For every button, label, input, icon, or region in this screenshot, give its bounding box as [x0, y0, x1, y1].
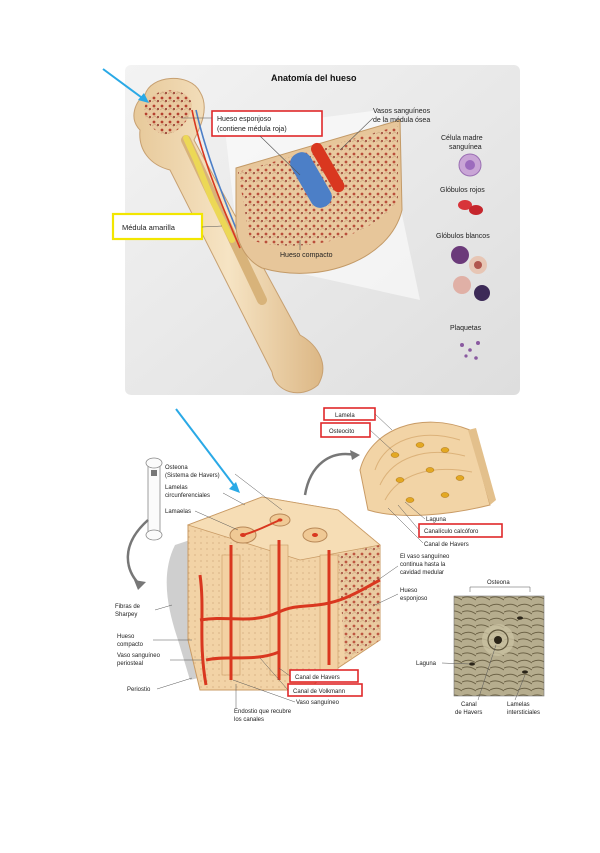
micrograph-lamellae-label-line1: Lamelas	[507, 702, 530, 708]
compact-bone-label-line1: Hueso	[117, 634, 135, 640]
curved-arrow-zoom	[305, 454, 355, 495]
periosteal-vessel-label-line2: periosteal	[117, 661, 143, 667]
lamellae-label: Lamaelas	[165, 509, 191, 515]
osteocyte-zoom	[360, 422, 496, 515]
micrograph: Osteona Laguna Canal de Havers Lamelas i…	[416, 580, 544, 716]
lacuna-label: Laguna	[426, 517, 447, 523]
micrograph-lacuna-label: Laguna	[416, 661, 437, 667]
vessel-continues-label-line2: continua hasta la	[400, 562, 446, 568]
vessel-continues-label-line1: El vaso sanguíneo	[400, 554, 450, 560]
leader-line	[157, 678, 192, 689]
small-bone-icon	[128, 458, 162, 590]
platelets-label: Plaquetas	[450, 325, 482, 332]
yellow-marrow-label: Médula amarilla	[122, 223, 176, 232]
micrograph-havers-label-line2: de Havers	[455, 710, 482, 716]
sharpey-fibers-label-line1: Fibras de	[115, 604, 141, 610]
osteon-label-line1: Osteona	[165, 465, 188, 471]
endosteum-label-line1: Endostio que recubre	[234, 709, 292, 715]
circ-lamellae-label-line2: circunferenciales	[165, 493, 210, 499]
compact-bone-block	[188, 497, 380, 690]
havers-canal-label: Canal de Havers	[295, 675, 340, 681]
spongy-bone-label-line2: (contiene médula roja)	[217, 126, 287, 133]
sharpey-fibers-label-line2: Sharpey	[115, 612, 137, 618]
white-cells-label: Glóbulos blancos	[436, 233, 490, 240]
spongy-bone-label-line1: Hueso esponjoso	[217, 116, 271, 123]
marrow-vessels-label-line1: Vasos sanguíneos	[373, 108, 431, 115]
compact-bone-label: Hueso compacto	[280, 252, 333, 259]
pointer-arrow-2	[176, 409, 240, 493]
micrograph-lamellae-label-line2: intersticiales	[507, 710, 540, 716]
osteon-label-line2: (Sistema de Havers)	[165, 473, 220, 479]
figure-1-bone-anatomy: Anatomía del hueso Hueso esponjoso (cont…	[113, 65, 520, 395]
lamela-label: Lamela	[335, 413, 355, 419]
leader-line	[378, 566, 398, 580]
figure-2-compact-bone: Osteona (Sistema de Havers) Lamelas circ…	[115, 408, 544, 723]
compact-bone-label-line2: compacto	[117, 642, 144, 648]
spongy-bone-label-line1: Hueso	[400, 588, 418, 594]
stem-cell-label-line2: sanguínea	[449, 144, 482, 151]
periosteum-label: Periostio	[127, 687, 151, 693]
leader-line	[223, 493, 245, 505]
osteocyte-label: Osteocito	[329, 429, 355, 435]
canaliculus-label: Canalículo calcóforo	[424, 529, 479, 535]
havers-canal-top-label: Canal de Havers	[424, 542, 469, 548]
spongy-bone-label-line2: esponjoso	[400, 596, 428, 602]
curved-arrow	[128, 520, 148, 585]
marrow-vessels-label-line2: de la médula ósea	[373, 117, 430, 124]
red-cells-label: Glóbulos rojos	[440, 187, 485, 194]
leader-line	[375, 414, 392, 430]
micrograph-havers-label-line1: Canal	[461, 702, 477, 708]
stem-cell-label-line1: Célula madre	[441, 135, 483, 142]
volkmann-canal-label: Canal de Volkmann	[293, 689, 345, 695]
periosteal-vessel-label-line1: Vaso sanguíneo	[117, 653, 161, 659]
blood-vessel-label: Vaso sanguíneo	[296, 700, 340, 706]
micrograph-osteon-label: Osteona	[487, 580, 510, 586]
vessel-continues-label-line3: cavidad medular	[400, 570, 444, 576]
endosteum-label-line2: los canales	[234, 717, 264, 723]
figure-1-title: Anatomía del hueso	[271, 73, 357, 83]
osteon-bracket	[470, 587, 530, 592]
circ-lamellae-label-line1: Lamelas	[165, 485, 188, 491]
